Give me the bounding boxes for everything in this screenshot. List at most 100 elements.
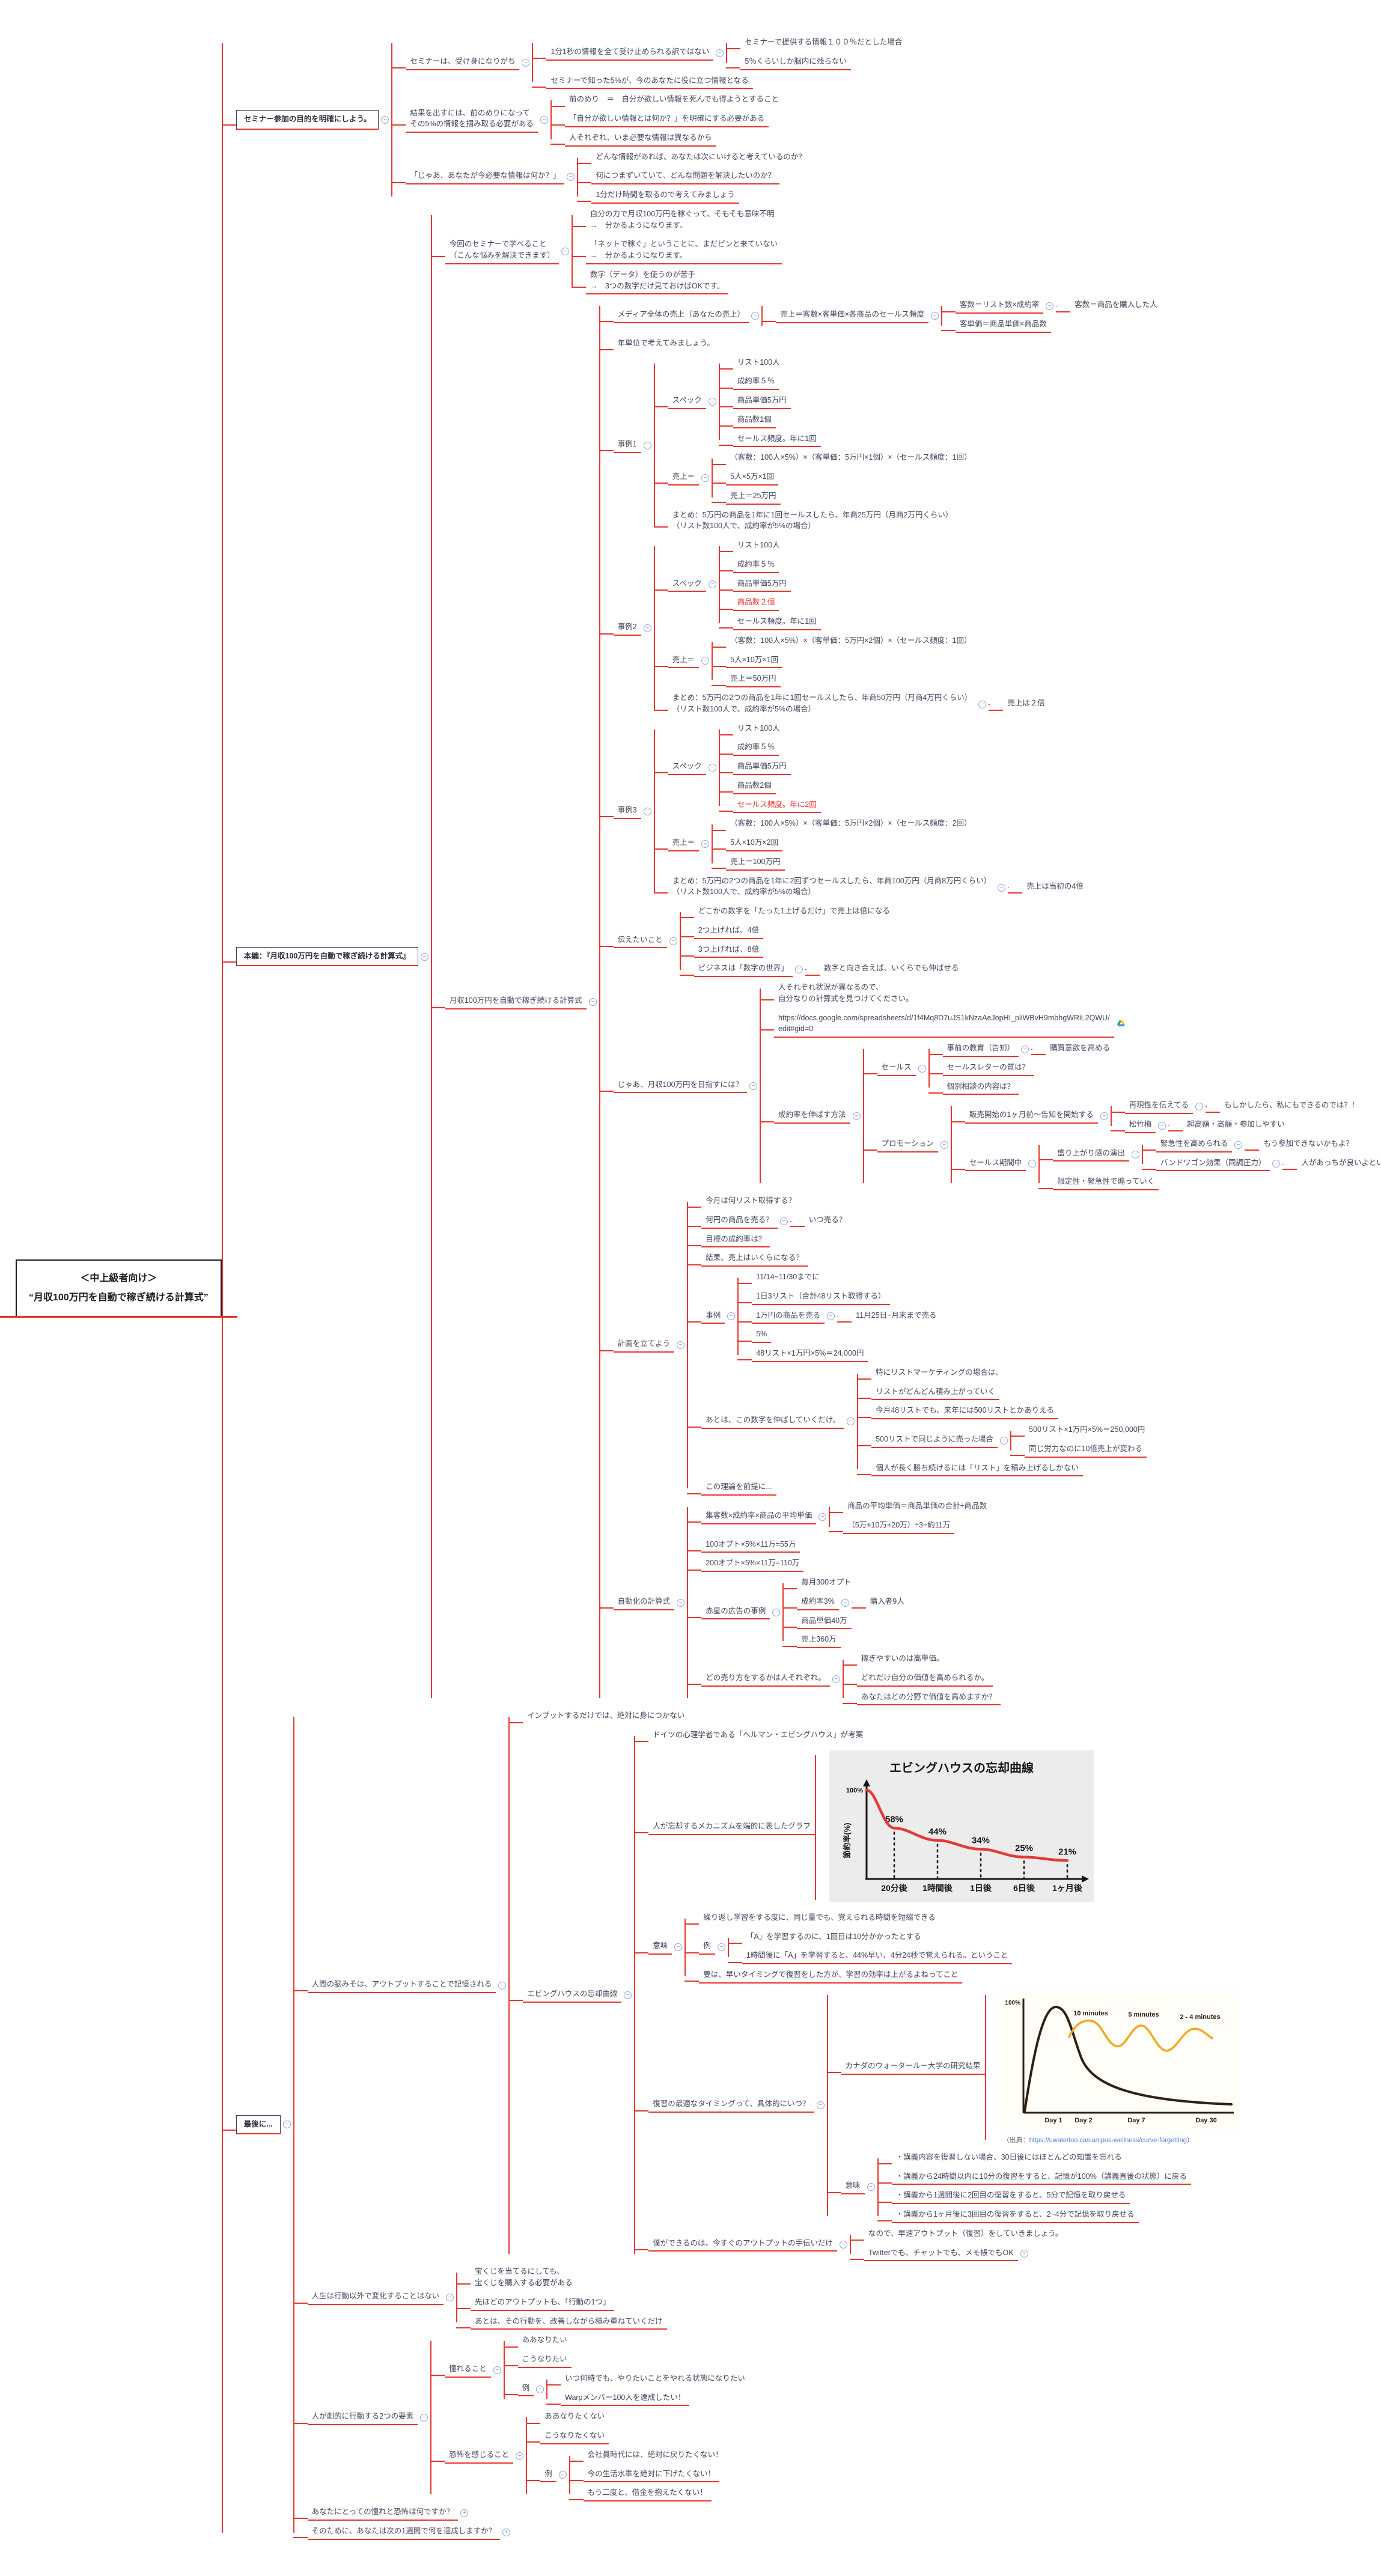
mindmap-node[interactable]: 100オプト×5%×11万=55万 (701, 1538, 800, 1553)
mindmap-node[interactable]: 数字（データ）を使うのが苦手 → 3つの数字だけ見ておけばOKです。 (585, 269, 729, 295)
mindmap-node[interactable]: 人間の脳みそは、アウトプットすることで記憶される (307, 1978, 496, 1993)
mindmap-node[interactable]: 商品数２個 (733, 596, 779, 611)
collapse-icon[interactable]: − (841, 1598, 849, 1607)
collapse-icon[interactable]: − (643, 807, 651, 815)
mindmap-node[interactable]: リスト100人 (737, 541, 780, 549)
mindmap-node[interactable]: 憧れること (445, 2363, 491, 2378)
mindmap-node[interactable]: リスト100人 (737, 723, 780, 732)
mindmap-node[interactable]: 成約率3% (797, 1595, 839, 1610)
mindmap-node[interactable]: 例 (517, 2382, 534, 2397)
mindmap-node[interactable]: あとは、この数字を伸ばしていくだけ。 (701, 1414, 845, 1429)
mindmap-node[interactable]: 今の生活水準を絶対に下げたくない！ (583, 2468, 720, 2483)
mindmap-node[interactable]: 月収100万円を自動で稼ぎ続ける計算式 (445, 994, 587, 1010)
mindmap-node[interactable]: スペック (668, 394, 706, 409)
mindmap-node[interactable]: 5% (752, 1328, 772, 1343)
mindmap-node[interactable]: ビジネスは「数字の世界」 (694, 962, 793, 977)
mindmap-node[interactable]: （客数：100人×5%）×（客単価：5万円×1個）×（セールス頻度：1回） (730, 453, 972, 462)
mindmap-node[interactable]: 事例1 (613, 438, 641, 453)
mindmap-node[interactable]: ・講義から1週間後に2回目の復習をすると、5分で記憶を取り戻せる (891, 2189, 1130, 2204)
mindmap-node[interactable]: エビングハウスの忘却曲線 (523, 1988, 622, 2003)
mindmap-node[interactable]: （客数：100人×5%）×（客単価：5万円×2個）×（セールス頻度：1回） (730, 636, 972, 645)
collapse-icon[interactable]: − (1000, 1436, 1008, 1445)
mindmap-node[interactable]: セールス期間中 (965, 1157, 1026, 1172)
collapse-icon[interactable]: − (420, 952, 428, 961)
mindmap-node[interactable]: 成約率５％ (733, 741, 779, 756)
mindmap-node[interactable]: あなたにとっての憧れと恐怖は何ですか？ (307, 2506, 459, 2521)
collapse-icon[interactable]: − (1021, 1045, 1029, 1053)
mindmap-node[interactable]: 伝えたいこと (613, 934, 667, 949)
mindmap-node[interactable]: Twitterでも、チャットでも、メモ帳でもOK (864, 2247, 1018, 2262)
collapse-icon[interactable]: − (674, 1943, 683, 1952)
collapse-icon[interactable]: − (677, 1341, 685, 1349)
mindmap-node[interactable]: 人生は行動以外で変化することはない (307, 2290, 444, 2306)
mindmap-node[interactable]: （客数：100人×5%）×（客単価：5万円×2個）×（セールス頻度：2回） (730, 819, 972, 828)
mindmap-node[interactable]: あとは、その行動を、改善しながら積み重ねていくだけ (471, 2315, 667, 2330)
collapse-icon[interactable]: − (819, 1512, 827, 1521)
mindmap-node[interactable]: リスト100人 (737, 358, 780, 367)
mindmap-node[interactable]: 500リスト×1万円×5%＝250,000円 (1029, 1425, 1145, 1434)
collapse-icon[interactable]: − (867, 2183, 875, 2191)
citation-link[interactable]: https://uwaterloo.ca/campus-wellness/cur… (1029, 2136, 1187, 2144)
mindmap-node[interactable]: 売上＝50万円 (726, 672, 781, 687)
collapse-icon[interactable]: − (624, 1991, 632, 1999)
mindmap-node[interactable]: どんな情報があれば、あなたは次にいけると考えているのか？ (596, 152, 806, 161)
mindmap-node[interactable]: 事例3 (613, 804, 641, 819)
mindmap-node[interactable]: 人それぞれ状況が異なるので、 自分なりの計算式を見つけてください。 (778, 983, 913, 1003)
mindmap-node[interactable]: この理論を前提に... (701, 1481, 776, 1496)
collapse-icon[interactable]: − (1046, 302, 1054, 311)
mindmap-node[interactable]: 5人×10万×1回 (726, 654, 783, 669)
collapse-icon[interactable]: − (832, 1675, 840, 1683)
mindmap-node[interactable]: こうなりたくない (540, 2429, 609, 2444)
mindmap-node[interactable]: 数字と向き合えば、いくらでも伸ばせる (823, 964, 959, 973)
mindmap-node[interactable]: 緊急性を高められる (1156, 1137, 1233, 1153)
mindmap-node[interactable]: 復習の最適なタイミングって、具体的にいつ？ (648, 2098, 814, 2113)
collapse-icon[interactable]: − (708, 580, 716, 589)
mindmap-node[interactable]: 特にリストマーケティングの場合は、 (876, 1368, 1003, 1377)
mindmap-node[interactable]: 何円の商品を売る？ (701, 1214, 778, 1229)
mindmap-node[interactable]: 僕ができるのは、今すぐのアウトプットの手伝いだけ (648, 2237, 838, 2252)
collapse-icon[interactable]: − (498, 1981, 507, 1990)
mindmap-node[interactable]: バンドワゴン効果（同調圧力） (1156, 1157, 1270, 1172)
mindmap-node[interactable]: 意味 (841, 2179, 865, 2195)
mindmap-node[interactable]: 人それぞれ、いま必要な情報は異なるから (565, 132, 716, 147)
mindmap-node[interactable]: 要は、早いタイミングで復習をした方が、学習の効率は上がるよねってこと (699, 1969, 963, 1984)
mindmap-node[interactable]: 事前の教育（告知） (942, 1042, 1019, 1057)
mindmap-node[interactable]: 売上＝ (668, 470, 700, 486)
collapse-icon[interactable]: − (381, 115, 389, 124)
mindmap-node[interactable]: ああなりたい (522, 2336, 567, 2345)
collapse-icon[interactable]: − (420, 2414, 428, 2422)
mindmap-node[interactable]: もう参加できないかもよ？ (1263, 1139, 1353, 1148)
collapse-icon[interactable]: − (558, 2471, 567, 2479)
mindmap-node[interactable]: まとめ：5万円の2つの商品を1年に1回セールスしたら、年商50万円（月商4万円く… (672, 693, 972, 713)
mindmap-node[interactable]: 2つ上げれば、4倍 (694, 924, 764, 939)
mindmap-node[interactable]: 客数＝商品を購入した人 (1075, 300, 1157, 309)
mindmap-node[interactable]: 「ネットで稼ぐ」ということに、まだピンと来ていない → 分かるようになります。 (585, 238, 782, 264)
collapse-icon[interactable]: − (717, 1943, 725, 1952)
collapse-icon[interactable]: − (540, 115, 549, 124)
mindmap-node[interactable]: 意味 (648, 1940, 672, 1955)
mindmap-node[interactable]: スペック (668, 760, 706, 775)
mindmap-node[interactable]: 前のめり ＝ 自分が欲しい情報を死んでも得ようとすること (569, 95, 779, 104)
mindmap-node[interactable]: 3つ上げれば、8倍 (694, 943, 764, 958)
mindmap-node[interactable]: 1万円の商品を売る (752, 1309, 825, 1324)
expand-icon[interactable]: + (502, 2528, 511, 2536)
mindmap-node[interactable]: いつ売る？ (808, 1215, 847, 1224)
mindmap-node[interactable]: スペック (668, 577, 706, 592)
mindmap-node[interactable]: 商品単価5万円 (733, 394, 791, 409)
mindmap-node[interactable]: そのために、あなたは次の1週間で何を達成しますか？ (307, 2525, 501, 2540)
mindmap-node[interactable]: 「自分が欲しい情報とは何か？」を明確にする必要がある (565, 112, 769, 127)
mindmap-node[interactable]: ・講義から1ヶ月後に3回目の復習をすると、2~4分で記憶を取り戻せる (891, 2208, 1139, 2223)
mindmap-node[interactable]: 宝くじを当てるにしても、 宝くじを購入する必要がある (475, 2267, 573, 2287)
mindmap-node[interactable]: 客単価＝商品単価×商品数 (955, 318, 1051, 333)
mindmap-node[interactable]: なので、早速アウトプット（復習）をしていきましょう。 (868, 2229, 1063, 2238)
collapse-icon[interactable]: − (1028, 1160, 1037, 1168)
mindmap-node[interactable]: 売上＝客数×客単価×各商品のセールス頻度 (776, 308, 928, 323)
mindmap-node[interactable]: 例 (699, 1940, 715, 1955)
mindmap-node[interactable]: 売上＝25万円 (726, 490, 781, 505)
mindmap-node[interactable]: 計画を立てよう (613, 1338, 675, 1353)
collapse-icon[interactable]: − (1158, 1121, 1166, 1130)
mindmap-node[interactable]: 11/14~11/30までに (756, 1273, 820, 1281)
mindmap-node[interactable]: 客数＝リスト数×成約率 (955, 299, 1044, 314)
collapse-icon[interactable]: − (1131, 1150, 1139, 1159)
mindmap-node[interactable]: じゃあ、月収100万円を目指すには？ (613, 1079, 748, 1094)
